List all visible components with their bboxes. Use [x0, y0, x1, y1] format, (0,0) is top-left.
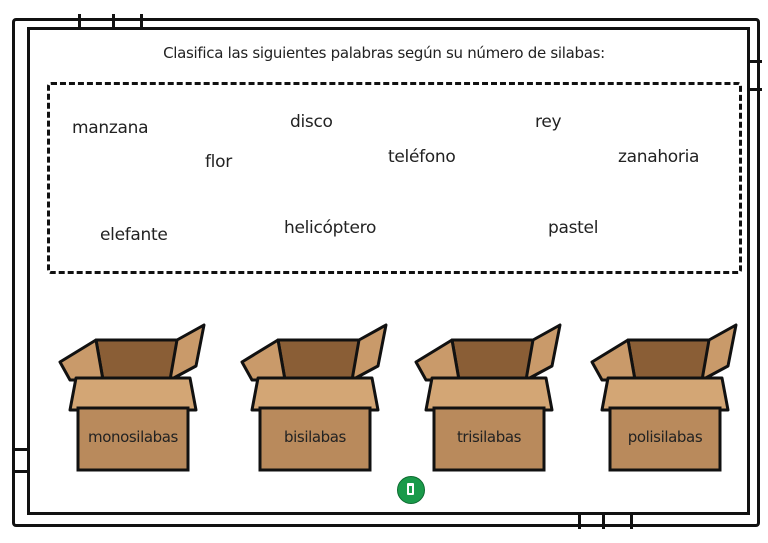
frame-tick	[140, 14, 143, 28]
box-monosilabas[interactable]: monosilabas	[58, 320, 208, 475]
word-item[interactable]: pastel	[548, 218, 599, 238]
cardboard-box-icon	[58, 323, 206, 472]
frame-tick	[748, 60, 762, 63]
box-label: polisilabas	[627, 428, 703, 446]
word-item[interactable]: zanahoria	[618, 147, 700, 167]
box-bisilabas[interactable]: bisilabas	[240, 320, 390, 475]
frame-tick	[14, 470, 28, 473]
frame-tick	[578, 515, 581, 529]
box-label: monosilabas	[88, 428, 178, 446]
frame-tick	[14, 448, 28, 451]
word-item[interactable]: manzana	[72, 118, 149, 138]
word-item[interactable]: elefante	[100, 225, 168, 245]
frame-tick	[112, 14, 115, 28]
frame-tick	[630, 515, 633, 529]
word-bank	[47, 82, 742, 274]
word-item[interactable]: flor	[205, 152, 232, 172]
frame-tick	[602, 515, 605, 529]
cardboard-box-icon	[240, 323, 388, 472]
box-trisilabas[interactable]: trisilabas	[414, 320, 564, 475]
word-item[interactable]: teléfono	[388, 147, 456, 167]
box-label: trisilabas	[456, 428, 522, 446]
outer-frame	[12, 18, 760, 527]
frame-tick	[748, 88, 762, 91]
logo-mark	[407, 483, 414, 495]
worksheet-title: Clasifica las siguientes palabras según …	[163, 44, 605, 62]
word-item[interactable]: disco	[290, 112, 333, 132]
box-label: bisilabas	[284, 428, 346, 446]
inner-frame	[27, 27, 750, 515]
cardboard-box-icon	[414, 323, 562, 472]
word-item[interactable]: helicóptero	[284, 218, 377, 238]
brand-logo-icon	[397, 476, 425, 504]
cardboard-box-icon	[590, 323, 738, 472]
frame-tick	[78, 14, 81, 28]
box-polisilabas[interactable]: polisilabas	[590, 320, 740, 475]
word-item[interactable]: rey	[535, 112, 562, 132]
